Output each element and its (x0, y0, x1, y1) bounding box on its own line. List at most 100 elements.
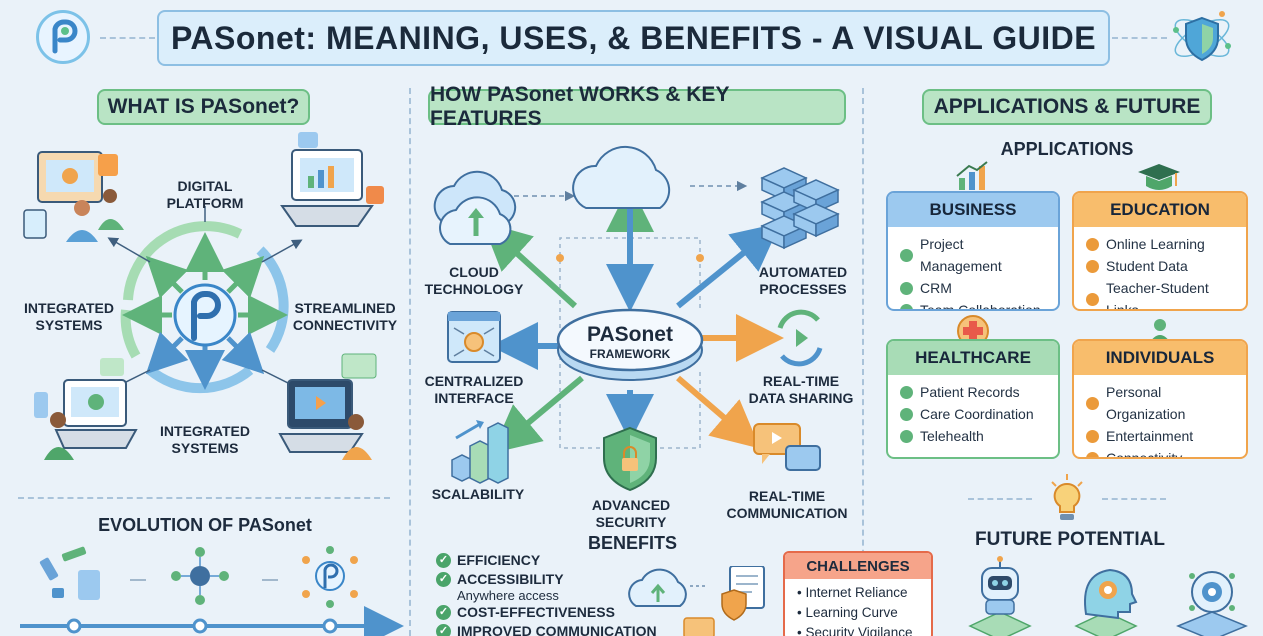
feature-automated-processes: AUTOMATED PROCESSES (758, 264, 848, 297)
divider-left (409, 88, 411, 636)
robot-icon (968, 556, 1032, 636)
challenge-item: • Internet Reliance (797, 585, 908, 600)
list-item: CRM (900, 277, 1048, 299)
list-item: Patient Records (900, 381, 1048, 403)
shield-emblem (1168, 4, 1236, 72)
card-healthcare: HEALTHCARE Patient Records Care Coordina… (886, 339, 1060, 459)
check-dot-icon (900, 385, 913, 399)
check-dot-icon (900, 407, 913, 421)
feature-scalability: SCALABILITY (431, 486, 525, 502)
list-item: Entertainment (1086, 425, 1236, 447)
benefits-title: BENEFITS (587, 533, 677, 553)
person-screen-topleft (23, 151, 124, 242)
feature-realtime-data-sharing: REAL-TIME DATA SHARING (748, 373, 854, 406)
list-item: Project Management (900, 233, 1048, 277)
header-connector-left (100, 37, 155, 39)
divider-evolution (18, 497, 390, 499)
server-stack-icon (760, 167, 840, 250)
check-icon: ✓ (436, 605, 451, 620)
card-business-title: BUSINESS (888, 193, 1058, 227)
evolution-timeline (20, 546, 404, 636)
label-integrated-systems-bottom: INTEGRATED SYSTEMS (160, 423, 250, 456)
card-individuals-title: INDIVIDUALS (1074, 341, 1246, 375)
challenge-item: • Security Vigilance (797, 625, 913, 636)
divider-right (862, 88, 864, 636)
evolution-stage-2-icon (171, 547, 229, 605)
check-dot-icon (900, 303, 913, 309)
list-item: Teacher-Student Links (1086, 277, 1236, 309)
list-item: Team Collaboration (900, 299, 1048, 309)
evolution-stage-3-icon (302, 546, 358, 608)
benefit-item: ✓IMPROVED COMMUNICATION (436, 622, 666, 636)
check-icon: ✓ (436, 572, 451, 587)
section-title-apps: APPLICATIONS & FUTURE (922, 89, 1212, 125)
person-laptop-bottomleft (34, 358, 138, 460)
logo (36, 10, 90, 64)
label-streamlined-connectivity: STREAMLINED CONNECTIVITY (292, 300, 398, 333)
list-item: Personal Organization (1086, 381, 1236, 425)
future-connector-right (1102, 498, 1166, 500)
scalability-bars-icon (451, 420, 509, 484)
evolution-title: EVOLUTION OF PASonet (98, 515, 312, 535)
evolution-stage-1-icon (39, 546, 100, 600)
card-individuals: INDIVIDUALS Personal Organization Entert… (1072, 339, 1248, 459)
benefit-item: ✓ACCESSIBILITY (436, 570, 666, 589)
person-laptop-bottomright (278, 353, 377, 460)
person-laptop-topright (280, 132, 384, 227)
security-shield-icon (603, 426, 657, 492)
cloud-large-icon (572, 145, 671, 209)
interface-window-icon (447, 311, 501, 363)
shield-network-icon (1173, 11, 1231, 62)
card-healthcare-title: HEALTHCARE (888, 341, 1058, 375)
check-dot-icon (1086, 396, 1099, 410)
card-education: EDUCATION Online Learning Student Data T… (1072, 191, 1248, 311)
list-item: Student Data (1086, 255, 1236, 277)
check-dot-icon (900, 429, 913, 443)
cloud-small-icon (433, 170, 517, 245)
chat-video-icon (753, 423, 821, 471)
how-diagram (433, 145, 840, 492)
benefit-item: ✓EFFICIENCY (436, 551, 666, 570)
logo-p-icon (52, 19, 78, 54)
card-business: BUSINESS Project Management CRM Team Col… (886, 191, 1060, 311)
check-dot-icon (1086, 237, 1099, 251)
list-item: Telehealth (900, 425, 1048, 447)
benefits-list: ✓EFFICIENCY ✓ACCESSIBILITY Anywhere acce… (436, 551, 666, 636)
feature-centralized-interface: CENTRALIZED INTERFACE (424, 373, 524, 406)
applications-title: APPLICATIONS (1000, 139, 1134, 159)
feature-cloud-technology: CLOUD TECHNOLOGY (424, 264, 524, 297)
list-item: Online Learning (1086, 233, 1236, 255)
challenges-box: CHALLENGES • Internet Reliance • Learnin… (783, 551, 933, 636)
what-diagram (23, 132, 384, 460)
future-title: FUTURE POTENTIAL (975, 529, 1165, 550)
benefit-item-sub: Anywhere access (457, 588, 559, 603)
future-icons (968, 556, 1248, 636)
lightbulb-icon (1051, 474, 1083, 520)
check-dot-icon (900, 248, 913, 262)
check-dot-icon (900, 281, 913, 295)
future-connector-left (968, 498, 1032, 500)
network-globe-icon (1176, 571, 1248, 636)
check-dot-icon (1086, 259, 1099, 273)
header-connector-right (1112, 37, 1167, 39)
ai-head-gear-icon (1074, 568, 1138, 636)
challenge-item: • Learning Curve (797, 605, 898, 620)
check-dot-icon (1086, 451, 1099, 457)
business-growth-icon (956, 161, 988, 190)
graduation-cap-icon (1138, 164, 1180, 190)
check-dot-icon (1086, 292, 1099, 306)
sync-icon (777, 309, 823, 367)
section-title-how: HOW PASonet WORKS & KEY FEATURES (428, 83, 846, 130)
benefits-illustration (628, 566, 765, 636)
list-item: Care Coordination (900, 403, 1048, 425)
challenges-title: CHALLENGES (785, 553, 931, 579)
list-item: Connectivity (1086, 447, 1236, 457)
feature-realtime-communication: REAL-TIME COMMUNICATION (726, 488, 848, 521)
feature-advanced-security: ADVANCED SECURITY (591, 497, 671, 530)
label-digital-platform: DIGITAL PLATFORM (166, 178, 244, 211)
label-integrated-systems-left: INTEGRATED SYSTEMS (24, 300, 114, 333)
page-title: PASonet: MEANING, USES, & BENEFITS - A V… (157, 10, 1110, 66)
check-dot-icon (1086, 429, 1099, 443)
section-title-what: WHAT IS PASonet? (97, 89, 310, 125)
check-icon: ✓ (436, 624, 451, 636)
